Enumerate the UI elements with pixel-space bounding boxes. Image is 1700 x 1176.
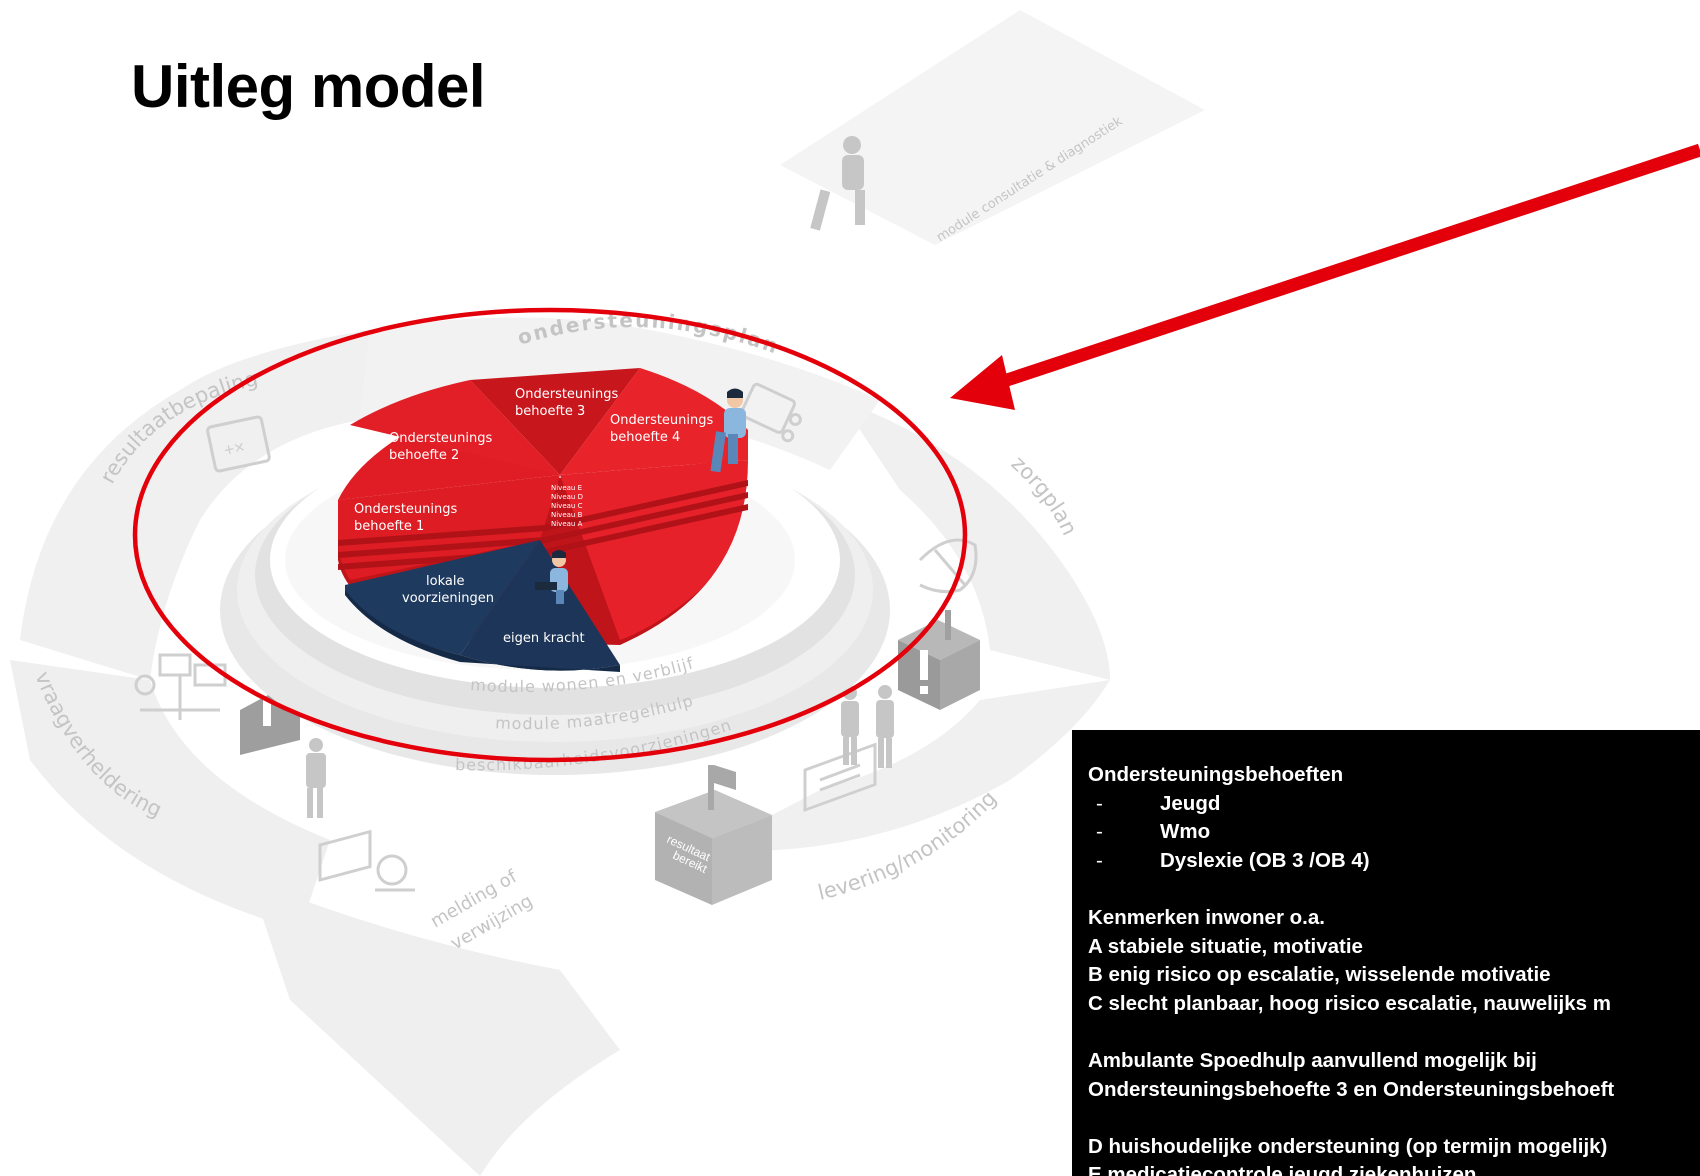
sitting-person-icon (535, 550, 568, 604)
info-item-dyslexie: - Dyslexie (OB 3 /OB 4) (1088, 847, 1614, 876)
info-panel: Ondersteuningsbehoeften - Jeugd - Wmo - … (1072, 730, 1700, 1176)
slice-lokale-voorzieningen (345, 540, 540, 655)
level-stripes (338, 480, 748, 570)
person-icon (810, 136, 865, 231)
label-level-e: Niveau E (551, 484, 582, 492)
puzzle-icon: +× (206, 415, 271, 473)
consultatie-panel (780, 10, 1205, 245)
label-level-d: Niveau D (551, 493, 583, 501)
label-lokaal-1: lokale (426, 574, 464, 589)
checklist-icon (740, 382, 802, 443)
info-item-wmo: - Wmo (1088, 818, 1614, 847)
person-group-icon (841, 685, 894, 768)
info-kenmerk-b: B enig risico op escalatie, wisselende m… (1088, 963, 1551, 987)
label-ob2-2: behoefte 2 (389, 448, 459, 463)
info-heading-ondersteuningsbehoeften: Ondersteuningsbehoeften (1088, 763, 1344, 786)
info-kenmerk-e: E medicatiecontrole jeugd ziekenhuizen (1088, 1163, 1477, 1176)
slice-ob1 (338, 420, 560, 500)
red-arrow-pointer (950, 143, 1700, 410)
label-level-c: Niveau C (551, 502, 583, 510)
dash-bullet: - (1096, 848, 1103, 872)
info-item-label: Wmo (1160, 820, 1211, 844)
label-ob3-2: behoefte 3 (515, 404, 585, 419)
info-kenmerk-a: A stabiele situatie, motivatie (1088, 934, 1363, 958)
hand-icon (918, 538, 978, 594)
highlight-ellipse (132, 307, 968, 763)
info-item-label: Dyslexie (OB 3 /OB 4) (1160, 848, 1370, 872)
slice-eigen-kracht (460, 540, 620, 671)
exclamation-box-icon (898, 610, 980, 710)
slice-ob2 (350, 380, 560, 475)
label-eigen-kracht: eigen kracht (503, 631, 585, 646)
label-ob4-2: behoefte 4 (610, 430, 680, 445)
info-item-label: Jeugd (1160, 791, 1221, 815)
dash-bullet: - (1096, 791, 1103, 815)
person-walking-icon (306, 738, 326, 818)
label-ob2-1: Ondersteunings (389, 431, 493, 446)
info-item-jeugd: - Jeugd (1088, 790, 1614, 819)
dash-bullet: - (1096, 820, 1103, 844)
label-ob1-1: Ondersteunings (354, 502, 458, 517)
info-kenmerk-d: D huishoudelijke ondersteuning (op termi… (1088, 1134, 1608, 1158)
svg-text:+×: +× (222, 436, 247, 460)
info-spoedhulp-1: Ambulante Spoedhulp aanvullend mogelijk … (1088, 1048, 1537, 1072)
resultaat-bereikt-box: resultaat bereikt (655, 765, 772, 905)
info-heading-kenmerken: Kenmerken inwoner o.a. (1088, 905, 1325, 929)
slice-ob4 (560, 368, 748, 475)
support-needs-pie: Ondersteunings behoefte 1 Ondersteunings… (338, 368, 748, 672)
process-cycle-ring (10, 10, 1205, 1176)
label-level-b: Niveau B (551, 511, 583, 519)
label-lokaal-2: voorzieningen (402, 591, 494, 606)
form-icon (318, 829, 415, 892)
label-ob1-2: behoefte 1 (354, 519, 424, 534)
page-title: Uitleg model (131, 53, 486, 120)
label-level-a: Niveau A (551, 520, 583, 528)
info-kenmerk-c: C slecht planbaar, hoog risico escalatie… (1088, 991, 1611, 1015)
seated-person-icon (710, 388, 746, 473)
slice-ob3 (470, 368, 640, 475)
document-icon (803, 742, 877, 813)
label-ob4-1: Ondersteunings (610, 413, 714, 428)
label-ob3-1: Ondersteunings (515, 387, 619, 402)
info-spoedhulp-2: Ondersteuningsbehoefte 3 en Ondersteunin… (1088, 1077, 1615, 1101)
